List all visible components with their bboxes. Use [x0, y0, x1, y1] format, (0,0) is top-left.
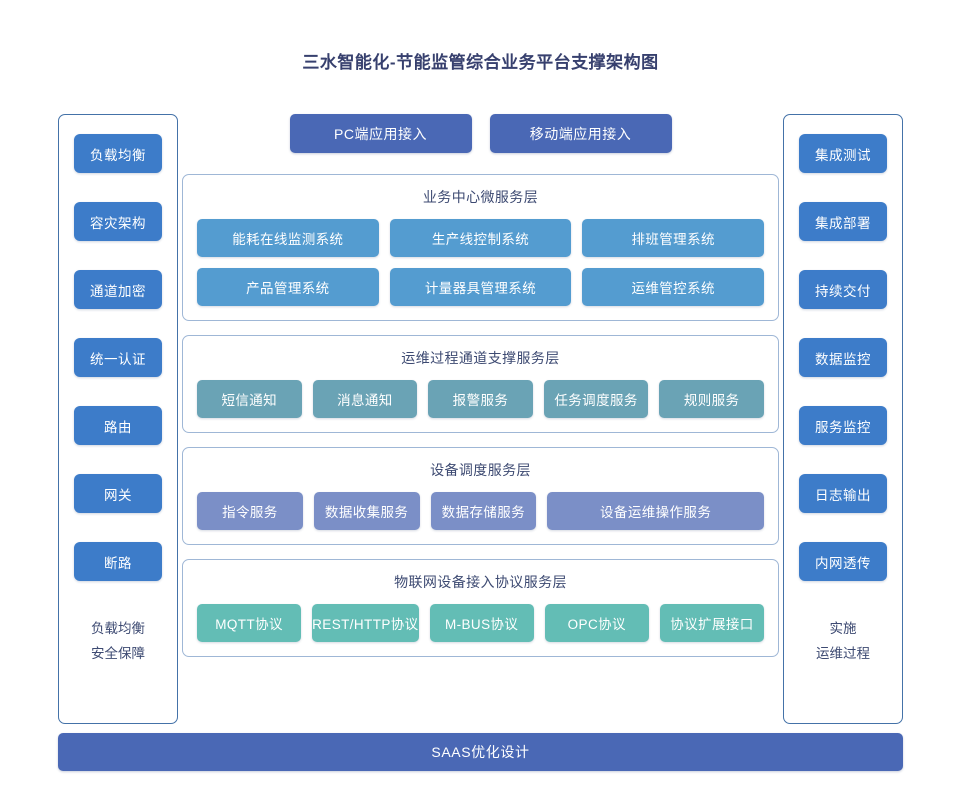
- sidebar-item-circuit-breaker[interactable]: 断路: [74, 542, 162, 581]
- sidebar-item-dr-architecture[interactable]: 容灾架构: [74, 202, 162, 241]
- layer-business-center: 业务中心微服务层 能耗在线监测系统 生产线控制系统 排班管理系统 产品管理系统 …: [182, 174, 779, 321]
- layer-business-center-row-2: 产品管理系统 计量器具管理系统 运维管控系统: [197, 268, 765, 306]
- chip-ops-control-system[interactable]: 运维管控系统: [582, 268, 765, 306]
- sidebar-item-continuous-delivery[interactable]: 持续交付: [799, 270, 887, 309]
- sidebar-item-integration-deploy[interactable]: 集成部署: [799, 202, 887, 241]
- sidebar-item-gateway[interactable]: 网关: [74, 474, 162, 513]
- chip-command-service[interactable]: 指令服务: [197, 492, 303, 530]
- right-sidebar-footer: 实施 运维过程: [816, 616, 870, 666]
- pc-application-access-button[interactable]: PC端应用接入: [289, 114, 472, 153]
- chip-alarm-service[interactable]: 报警服务: [428, 380, 533, 418]
- sidebar-item-data-monitoring[interactable]: 数据监控: [799, 338, 887, 377]
- chip-shift-management-system[interactable]: 排班管理系统: [582, 219, 765, 257]
- chip-device-ops-operation-service[interactable]: 设备运维操作服务: [547, 492, 765, 530]
- right-sidebar-footer-line-2: 运维过程: [816, 646, 870, 661]
- chip-data-storage-service[interactable]: 数据存储服务: [430, 492, 537, 530]
- left-sidebar-footer-line-2: 安全保障: [91, 646, 145, 661]
- center-column: PC端应用接入 移动端应用接入 业务中心微服务层 能耗在线监测系统 生产线控制系…: [182, 114, 779, 724]
- layer-title-device-scheduling: 设备调度服务层: [430, 462, 531, 478]
- page-title: 三水智能化-节能监管综合业务平台支撑架构图: [302, 53, 659, 72]
- sidebar-item-channel-encryption[interactable]: 通道加密: [74, 270, 162, 309]
- layer-ops-channel-support-row-1: 短信通知 消息通知 报警服务 任务调度服务 规则服务: [197, 380, 764, 418]
- left-sidebar: 负载均衡 容灾架构 通道加密 统一认证 路由 网关 断路 负载均衡 安全保障: [58, 114, 178, 724]
- sidebar-item-integration-test[interactable]: 集成测试: [799, 134, 887, 173]
- right-sidebar-footer-line-1: 实施: [829, 621, 857, 636]
- layer-device-scheduling-row-1: 指令服务 数据收集服务 数据存储服务 设备运维操作服务: [197, 492, 765, 530]
- diagram-body: 负载均衡 容灾架构 通道加密 统一认证 路由 网关 断路 负载均衡 安全保障 P…: [58, 114, 903, 724]
- sidebar-item-load-balance[interactable]: 负载均衡: [74, 134, 162, 173]
- chip-data-collection-service[interactable]: 数据收集服务: [313, 492, 420, 530]
- chip-rest-http-protocol[interactable]: REST/HTTP协议: [312, 604, 419, 642]
- chip-mbus-protocol[interactable]: M-BUS协议: [429, 604, 534, 642]
- layer-business-center-row-1: 能耗在线监测系统 生产线控制系统 排班管理系统: [197, 219, 765, 257]
- mobile-application-access-button[interactable]: 移动端应用接入: [489, 114, 672, 153]
- chip-mqtt-protocol[interactable]: MQTT协议: [197, 604, 302, 642]
- application-access-row: PC端应用接入 移动端应用接入: [182, 114, 779, 153]
- sidebar-item-routing[interactable]: 路由: [74, 406, 162, 445]
- chip-rule-service[interactable]: 规则服务: [659, 380, 764, 418]
- right-sidebar: 集成测试 集成部署 持续交付 数据监控 服务监控 日志输出 内网透传 实施 运维…: [783, 114, 903, 724]
- left-sidebar-footer: 负载均衡 安全保障: [91, 616, 145, 666]
- layer-title-ops-channel-support: 运维过程通道支撑服务层: [401, 350, 560, 366]
- chip-product-management-system[interactable]: 产品管理系统: [197, 268, 379, 306]
- layer-device-scheduling: 设备调度服务层 指令服务 数据收集服务 数据存储服务 设备运维操作服务: [182, 447, 779, 545]
- layer-iot-protocol-row-1: MQTT协议 REST/HTTP协议 M-BUS协议 OPC协议 协议扩展接口: [197, 604, 765, 642]
- left-sidebar-footer-line-1: 负载均衡: [91, 621, 145, 636]
- sidebar-item-log-output[interactable]: 日志输出: [799, 474, 887, 513]
- layer-title-business-center: 业务中心微服务层: [422, 189, 539, 205]
- chip-task-scheduling-service[interactable]: 任务调度服务: [543, 380, 649, 418]
- sidebar-item-unified-auth[interactable]: 统一认证: [74, 338, 162, 377]
- chip-protocol-extension-interface[interactable]: 协议扩展接口: [659, 604, 765, 642]
- saas-optimization-bar[interactable]: SAAS优化设计: [58, 733, 903, 771]
- chip-metering-device-management-system[interactable]: 计量器具管理系统: [389, 268, 572, 306]
- chip-sms-notification[interactable]: 短信通知: [197, 380, 302, 418]
- chip-energy-monitoring-system[interactable]: 能耗在线监测系统: [197, 219, 379, 257]
- sidebar-item-service-monitoring[interactable]: 服务监控: [799, 406, 887, 445]
- chip-opc-protocol[interactable]: OPC协议: [544, 604, 649, 642]
- layer-iot-protocol: 物联网设备接入协议服务层 MQTT协议 REST/HTTP协议 M-BUS协议 …: [182, 559, 779, 657]
- chip-message-notification[interactable]: 消息通知: [312, 380, 418, 418]
- sidebar-item-intranet-tunneling[interactable]: 内网透传: [799, 542, 887, 581]
- layer-title-iot-protocol: 物联网设备接入协议服务层: [394, 574, 567, 590]
- chip-production-line-control-system[interactable]: 生产线控制系统: [389, 219, 572, 257]
- layer-ops-channel-support: 运维过程通道支撑服务层 短信通知 消息通知 报警服务 任务调度服务 规则服务: [182, 335, 779, 433]
